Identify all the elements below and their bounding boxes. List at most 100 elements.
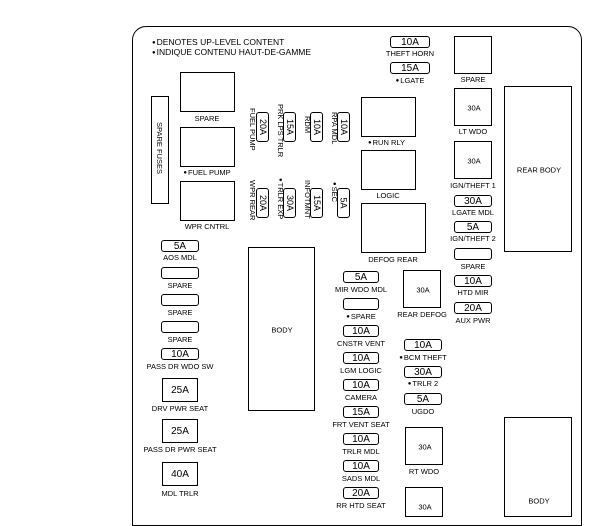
fuse-trlr2-label: TRLR 2 (408, 379, 438, 388)
fuse-ugdo: 5A (404, 393, 442, 405)
fuse-spare-1 (161, 267, 199, 279)
relay-body-bottom: BODY (504, 417, 572, 517)
fuse-rdm: 10A (310, 112, 323, 142)
relay-lt-wdo-amp: 30A (467, 103, 481, 113)
fuse-spare-center (343, 298, 379, 310)
relay-bottom: 30A (405, 487, 443, 517)
fuse-aux-pwr: 20A (454, 302, 492, 314)
fuse-rr-htd-seat: 20A (343, 487, 379, 499)
fuse-frt-vent-seat: 15A (343, 406, 379, 418)
fuse-pass-dr-pwr-seat: 25A (162, 419, 198, 443)
fuse-sec: 5A (337, 188, 350, 218)
fuse-lgm-logic: 10A (343, 352, 379, 364)
relay-spare-right-label: SPARE (460, 75, 486, 84)
fuse-camera: 10A (343, 379, 379, 391)
relay-logic (361, 150, 416, 190)
fuse-spare-1-label: SPARE (167, 281, 193, 290)
note-uplevel-fr: INDIQUE CONTENU HAUT-DE-GAMME (152, 48, 311, 57)
relay-rt-wdo: 30A (405, 427, 443, 465)
fuse-fuel-pump-v: 20A (256, 112, 269, 142)
fuse-cnstr-vent-label: CNSTR VENT (337, 339, 385, 348)
fuse-prk-lps-trlr-label: PRK LPS TRLR (276, 104, 285, 158)
fuse-mir-wdo-mdl-label: MIR WDO MDL (334, 285, 388, 294)
fuse-cnstr-vent: 10A (343, 325, 379, 337)
relay-rear-body: REAR BODY (504, 86, 572, 252)
fuse-frt-vent-seat-label: FRT VENT SEAT (332, 420, 390, 429)
fuse-lgate-mdl: 30A (454, 195, 492, 207)
relay-logic-label: LOGIC (376, 191, 400, 200)
fuse-mir-wdo-mdl: 5A (343, 271, 379, 283)
relay-rear-defog-amp: 30A (416, 285, 430, 295)
fuse-sec-amp: 5A (338, 197, 349, 209)
relay-lt-wdo: 30A (454, 88, 492, 126)
fuse-spare-right (454, 248, 492, 260)
relay-body-bottom-label: BODY (528, 496, 550, 506)
fuse-wpr-rear-label: WPR REAR (248, 180, 257, 221)
fuse-rdm-amp: 10A (311, 118, 322, 136)
fuse-aos-mdl-label: AOS MDL (163, 253, 197, 262)
spare-fuses-holder (151, 96, 169, 204)
fuse-pass-dr-pwr-seat-label: PASS DR PWR SEAT (143, 445, 217, 454)
relay-defog-rear (361, 203, 426, 253)
relay-wpr-cntrl (180, 181, 235, 221)
relay-body: BODY (248, 247, 315, 411)
fuse-rdm-label: RDM (303, 116, 312, 134)
fuse-trlr-exp-amp: 30A (284, 194, 295, 212)
fuse-mdl-trlr-label: MDL TRLR (161, 489, 199, 498)
fuse-theft-horn: 10A (390, 36, 430, 48)
relay-defog-rear-label: DEFOG REAR (368, 255, 418, 264)
fuse-lgate: 15A (390, 62, 430, 74)
fuse-wpr-rear: 20A (256, 188, 269, 218)
fuse-trlr2: 30A (404, 366, 442, 378)
fuse-aux-pwr-label: AUX PWR (455, 316, 491, 325)
fuse-spare-2 (161, 294, 199, 306)
fuse-infotmnt-amp: 15A (311, 194, 322, 212)
relay-ign-theft1-label: IGN/THEFT 1 (450, 181, 496, 190)
fuse-wpr-rear-amp: 20A (257, 194, 268, 212)
relay-rear-body-label: REAR BODY (516, 165, 562, 175)
fuse-ign-theft2: 5A (454, 221, 492, 233)
fuse-infotmnt: 15A (310, 188, 323, 218)
fuse-trlr-mdl: 10A (343, 433, 379, 445)
fuse-spare-right-label: SPARE (460, 262, 486, 271)
fuse-sads-mdl: 10A (343, 460, 379, 472)
fuse-rpa-mdl: 10A (337, 112, 350, 142)
fuse-ign-theft2-label: IGN/THEFT 2 (450, 234, 496, 243)
relay-body-label: BODY (271, 325, 293, 335)
fuse-htd-mir: 10A (454, 275, 492, 287)
relay-spare-top-label: SPARE (194, 114, 220, 123)
fuse-spare-2-label: SPARE (167, 308, 193, 317)
fuse-sec-label: SEC (330, 182, 339, 202)
relay-wpr-cntrl-label: WPR CNTRL (184, 222, 230, 231)
relay-bottom-amp: 30A (418, 502, 432, 512)
fuse-bcm-theft-label: BCM THEFT (399, 353, 447, 362)
relay-rear-defog: 30A (403, 270, 441, 308)
fuse-fuel-pump-v-label: FUEL PUMP (248, 108, 257, 151)
relay-run-rly-label: RUN RLY (368, 138, 405, 147)
fuse-spare-3 (161, 321, 199, 333)
fuse-ugdo-label: UGDO (411, 407, 435, 416)
fuse-trlr-mdl-label: TRLR MDL (342, 447, 380, 456)
fuse-lgate-label: LGATE (396, 76, 424, 85)
relay-rt-wdo-label: RT WDO (408, 467, 440, 476)
relay-run-rly (361, 97, 416, 137)
note-uplevel: DENOTES UP-LEVEL CONTENT (152, 38, 285, 47)
relay-rear-defog-label: REAR DEFOG (397, 310, 447, 319)
relay-spare-top (180, 72, 235, 112)
fuse-aos-mdl: 5A (161, 240, 199, 252)
relay-ign-theft1: 30A (454, 141, 492, 179)
fuse-mdl-trlr: 40A (162, 462, 198, 486)
spare-fuses-label: SPARE FUSES (155, 122, 164, 174)
fuse-drv-pwr-seat: 25A (162, 378, 198, 402)
relay-fuel-pump-label: FUEL PUMP (183, 168, 231, 177)
fuse-rpa-mdl-amp: 10A (338, 118, 349, 136)
fuse-pass-dr-wdo-sw-label: PASS DR WDO SW (146, 362, 214, 371)
fuse-trlr-exp-label: TRLR EXP (276, 178, 285, 220)
fuse-drv-pwr-seat-label: DRV PWR SEAT (151, 404, 209, 413)
fuse-sads-mdl-label: SADS MDL (341, 474, 381, 483)
fuse-spare-center-label: SPARE (346, 312, 376, 321)
fuse-bcm-theft: 10A (404, 339, 442, 351)
fuse-htd-mir-label: HTD MIR (457, 288, 489, 297)
relay-spare-right (454, 36, 492, 74)
fuse-fuel-pump-v-amp: 20A (257, 118, 268, 136)
